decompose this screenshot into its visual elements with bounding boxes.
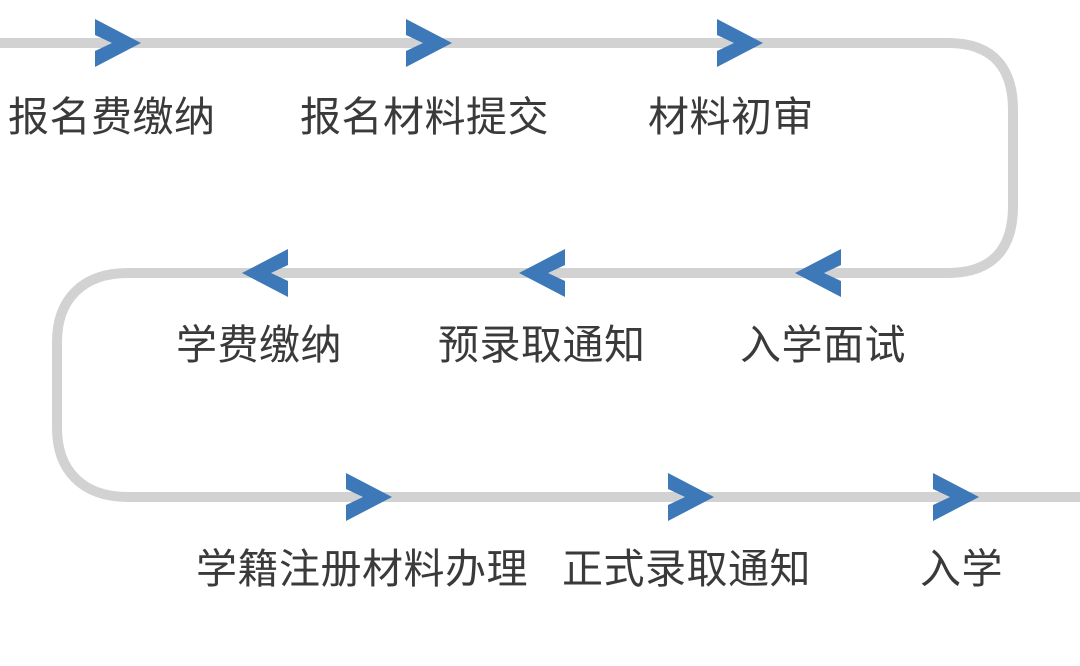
connector-right-uturn [947,38,1018,278]
arrow-right-step-2 [406,19,452,67]
step-label-4: 入学面试 [740,322,906,368]
step-label-6: 学费缴纳 [176,322,342,368]
step-label-2: 报名材料提交 [300,94,549,140]
arrowhead-group [95,19,979,521]
arrow-left-step-5 [519,249,565,297]
step-label-5: 预录取通知 [438,322,646,368]
arrow-left-step-4 [795,249,841,297]
arrow-right-step-3 [717,19,763,67]
arrow-right-step-9 [933,473,979,521]
step-label-1: 报名费缴纳 [8,94,216,140]
arrow-right-step-1 [95,19,141,67]
arrow-right-step-8 [668,473,714,521]
step-label-9: 入学 [920,546,1003,592]
step-label-3: 材料初审 [648,94,814,140]
step-label-8: 正式录取通知 [562,546,811,592]
arrow-right-step-7 [346,473,392,521]
arrow-left-step-6 [242,249,288,297]
step-label-7: 学籍注册材料办理 [196,546,528,592]
connector-left-uturn [52,268,129,502]
